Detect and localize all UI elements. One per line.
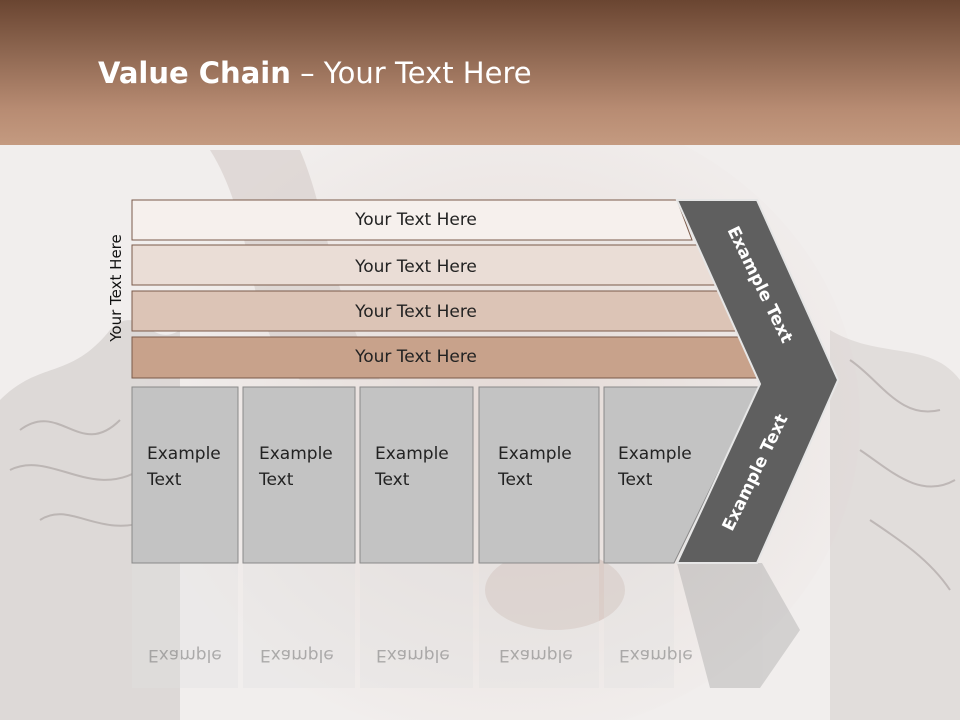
box-4-line1: Example [498,444,572,464]
reflection-text-5: Example [619,645,693,665]
reflection-text-4: Example [499,645,573,665]
bar-4-label: Your Text Here [354,347,477,367]
bar-3-label: Your Text Here [354,302,477,322]
reflection-text: Example Example Example Example Example [148,645,693,665]
box-1: Example Text [131,386,239,564]
box-4-line2: Text [497,470,533,490]
title-bold: Value Chain [98,56,291,90]
title-banner [0,0,960,145]
bar-3: Your Text Here [131,290,741,332]
box-3-line2: Text [374,470,410,490]
box-3: Example Text [359,386,474,564]
box-2: Example Text [242,386,356,564]
box-3-line1: Example [375,444,449,464]
box-5-line1: Example [618,444,692,464]
bar-2: Your Text Here [131,244,718,286]
title-rest: – Your Text Here [290,56,532,90]
box-5-shape [603,386,761,564]
bar-4: Your Text Here [131,336,765,379]
reflection [132,563,800,688]
box-4-shape [478,386,600,564]
chevron-shape [675,199,840,564]
box-2-line2: Text [258,470,294,490]
reflection-text-2: Example [260,645,334,665]
box-2-shape [242,386,356,564]
box-2-line1: Example [259,444,333,464]
bar-1: Your Text Here [131,199,693,241]
box-4: Example Text [478,386,600,564]
bar-2-label: Your Text Here [354,257,477,277]
box-3-shape [359,386,474,564]
box-1-line2: Text [146,470,182,490]
box-1-shape [131,386,239,564]
box-5: Example Text [603,386,761,564]
box-1-line1: Example [147,444,221,464]
slide-title: Value Chain – Your Text Here [98,56,532,90]
reflection-text-1: Example [148,645,222,665]
bar-1-label: Your Text Here [354,210,477,230]
reflection-text-3: Example [376,645,450,665]
bar-1-shape [131,199,693,241]
box-5-line2: Text [617,470,653,490]
chevron-arrow: Example Text Example Text [675,199,840,564]
